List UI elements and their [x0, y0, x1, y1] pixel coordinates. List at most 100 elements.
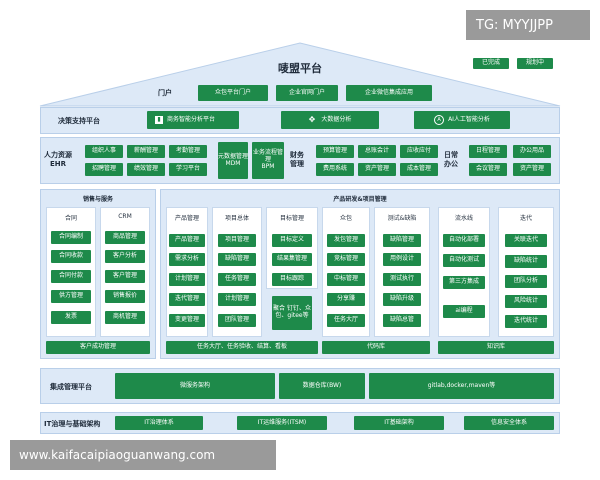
crm-item-1[interactable]: 客户分析 — [105, 250, 145, 263]
ehr-item-1[interactable]: 薪酬管理 — [127, 145, 165, 158]
crm-item-0[interactable]: 商品管理 — [105, 231, 145, 244]
rd-goal-item-0[interactable]: 目标定义 — [272, 234, 312, 247]
erp-panel — [40, 137, 560, 184]
ehr-item-5[interactable]: 学习平台 — [169, 163, 207, 176]
platform-title: 唛盟平台 — [278, 62, 322, 75]
rd-project-item-4[interactable]: 团队管理 — [218, 314, 256, 327]
finance-item-1[interactable]: 总账会计 — [358, 145, 396, 158]
sales-bottom[interactable]: 客户成功管理 — [46, 341, 150, 354]
rd-test-item-3[interactable]: 缺陷升级 — [383, 293, 421, 306]
rd-project-item-0[interactable]: 项目管理 — [218, 234, 256, 247]
rd-product-item-3[interactable]: 迭代管理 — [169, 293, 205, 306]
rd-iter-item-1[interactable]: 缺陷统计 — [505, 255, 547, 268]
rd-crowd-item-0[interactable]: 发包管理 — [327, 234, 365, 247]
rd-product-item-4[interactable]: 变更管理 — [169, 314, 205, 327]
watermark-bottom: www.kaifacaipiaoguanwang.com — [10, 440, 276, 470]
decision-bigdata-label: 大数据分析 — [321, 115, 352, 123]
rd-test-item-1[interactable]: 用例设计 — [383, 253, 421, 266]
finance-item-4[interactable]: 资产管理 — [358, 163, 396, 176]
finance-item-2[interactable]: 应收应付 — [400, 145, 438, 158]
rd-crowd-item-3[interactable]: 分享赚 — [327, 293, 365, 306]
mdm-line-1: 元数据管理 — [218, 152, 248, 160]
rd-pipeline-item-0[interactable]: 自动化部署 — [443, 234, 485, 247]
it-item-0[interactable]: IT治理体系 — [115, 416, 203, 430]
rd-crowd-item-2[interactable]: 中标管理 — [327, 273, 365, 286]
rd-iter-item-3[interactable]: 风险统计 — [505, 295, 547, 308]
finance-item-5[interactable]: 成本管理 — [400, 163, 438, 176]
decision-bi-label: 商务智能分析平台 — [167, 115, 216, 123]
rd-product-item-0[interactable]: 产品管理 — [169, 234, 205, 247]
decision-bigdata[interactable]: ✥ 大数据分析 — [281, 111, 379, 129]
contract-title: 合同 — [64, 215, 77, 222]
rd-iter-item-4[interactable]: 迭代统计 — [505, 315, 547, 328]
rd-test-item-0[interactable]: 缺陷管理 — [383, 234, 421, 247]
portal-crowd[interactable]: 众包平台门户 — [198, 85, 268, 101]
rd-project-item-1[interactable]: 缺陷管理 — [218, 253, 256, 266]
rd-pipeline-item-1[interactable]: 自动化测试 — [443, 254, 485, 267]
rd-pipeline-title: 流水线 — [454, 215, 473, 222]
rd-project-item-2[interactable]: 任务管理 — [218, 273, 256, 286]
office-item-0[interactable]: 日程管理 — [469, 145, 507, 158]
integration-label: 集成管理平台 — [50, 383, 92, 391]
rd-crowd-title: 众包 — [339, 215, 352, 222]
bpm-line-2: BPM — [261, 162, 275, 170]
rd-goal-item-2[interactable]: 目标跟踪 — [272, 273, 312, 286]
office-label: 日常办公 — [444, 151, 458, 169]
rd-aggregate[interactable]: 聚合 钉钉、众包、gitee等 — [272, 296, 312, 330]
rd-bottom-tasks[interactable]: 任务大厅、任务验收、结算、看板 — [166, 341, 318, 354]
rd-crowd-item-1[interactable]: 竞标管理 — [327, 253, 365, 266]
contract-item-4[interactable]: 发票 — [51, 311, 91, 324]
sales-label: 销售与服务 — [82, 196, 113, 203]
contract-item-2[interactable]: 合同付款 — [51, 270, 91, 283]
rd-iter-item-0[interactable]: 关联迭代 — [505, 234, 547, 247]
rd-product-item-2[interactable]: 计划管理 — [169, 273, 205, 286]
contract-item-3[interactable]: 供方管理 — [51, 290, 91, 303]
ehr-item-2[interactable]: 考勤管理 — [169, 145, 207, 158]
finance-label-1: 财务 — [290, 151, 304, 159]
watermark-top: TG: MYYJJPP — [466, 10, 590, 40]
integration-devops[interactable]: gitlab,docker,maven等 — [369, 373, 554, 399]
crm-item-4[interactable]: 商机管理 — [105, 311, 145, 324]
office-item-1[interactable]: 办公用品 — [513, 145, 551, 158]
rd-iter-item-2[interactable]: 团队分析 — [505, 275, 547, 288]
rd-test-item-2[interactable]: 测试执行 — [383, 273, 421, 286]
decision-bi[interactable]: ▮ 商务智能分析平台 — [147, 111, 239, 129]
contract-item-0[interactable]: 合同编制 — [51, 231, 91, 244]
ai-icon: A — [434, 115, 445, 125]
bpm-line-1: 业务流程管理 — [252, 149, 283, 164]
office-item-3[interactable]: 资产管理 — [513, 163, 551, 176]
chart-icon: ▮ — [155, 116, 163, 124]
portal-wecom[interactable]: 企业微信集成应用 — [346, 85, 432, 101]
portal-corporate[interactable]: 企业官网门户 — [276, 85, 338, 101]
finance-item-0[interactable]: 预算管理 — [316, 145, 354, 158]
integration-microservice[interactable]: 微服务架构 — [115, 373, 275, 399]
ehr-item-3[interactable]: 招聘管理 — [85, 163, 123, 176]
it-item-3[interactable]: 信息安全体系 — [464, 416, 554, 430]
rd-bottom-code[interactable]: 代码库 — [322, 341, 430, 354]
integration-warehouse[interactable]: 数据仓库(BW) — [279, 373, 365, 399]
rd-bottom-knowledge[interactable]: 知识库 — [438, 341, 554, 354]
rd-product-item-1[interactable]: 需求分析 — [169, 253, 205, 266]
ehr-item-0[interactable]: 组织人事 — [85, 145, 123, 158]
ehr-item-4[interactable]: 绩效管理 — [127, 163, 165, 176]
crm-item-2[interactable]: 客户管理 — [105, 270, 145, 283]
rd-crowd-item-4[interactable]: 任务大厅 — [327, 314, 365, 327]
finance-label: 财务管理 — [290, 151, 304, 169]
contract-item-1[interactable]: 合同收款 — [51, 250, 91, 263]
rd-project-item-3[interactable]: 计划管理 — [218, 293, 256, 306]
it-item-2[interactable]: IT基础架构 — [354, 416, 444, 430]
network-icon: ✥ — [308, 115, 316, 125]
rd-pipeline-item-2[interactable]: 第三方集成 — [443, 276, 485, 289]
finance-item-3[interactable]: 费用系统 — [316, 163, 354, 176]
crm-item-3[interactable]: 销售报价 — [105, 290, 145, 303]
rd-iter-title: 迭代 — [519, 215, 532, 222]
rd-test-item-4[interactable]: 缺陷总管 — [383, 314, 421, 327]
rd-pipeline-item-3[interactable]: ai编程 — [443, 305, 485, 318]
rd-goal-item-1[interactable]: 结果集管理 — [272, 253, 312, 266]
office-item-2[interactable]: 会议管理 — [469, 163, 507, 176]
it-item-1[interactable]: IT运维服务(ITSM) — [237, 416, 327, 430]
